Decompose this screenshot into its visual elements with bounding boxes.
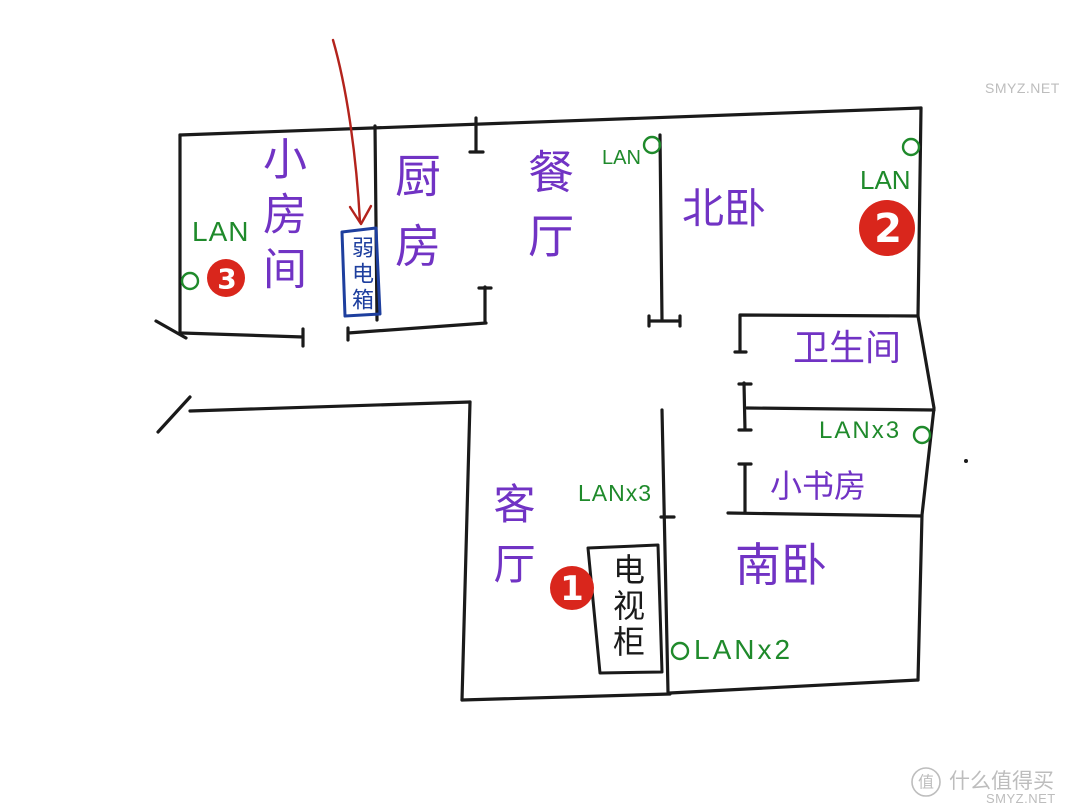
room-label-bathroom: 卫生间	[793, 328, 902, 369]
arrow-head	[348, 204, 373, 226]
tv-cabinet-box	[586, 543, 664, 675]
living-room-left-wall	[460, 400, 472, 702]
arrow-down-icon	[331, 38, 373, 226]
room-label-north-bedroom: 北卧	[682, 184, 767, 233]
room-label-kitchen: 厨房	[388, 152, 442, 292]
lan-port-north-bedroom-icon	[901, 137, 921, 157]
network-box-label: 弱电箱	[348, 236, 373, 314]
dining-north-bedroom-wall	[647, 133, 682, 328]
bathroom-bottom-wall	[745, 406, 936, 412]
watermark-brand: 什么值得买	[949, 769, 1054, 793]
walls	[154, 106, 936, 702]
outer-wall-right	[916, 106, 936, 682]
central-lower-wall	[659, 408, 676, 694]
marker-two-disc-icon	[859, 200, 915, 256]
room-label-dining: 餐厅	[521, 148, 575, 276]
entrance-door-lower	[156, 395, 192, 434]
watermark-logo-glyph: 值	[918, 773, 934, 792]
room-label-small-room: 小房间	[255, 136, 306, 301]
watermark-logo-ring	[911, 767, 941, 797]
room-label-small-study: 小书房	[770, 467, 867, 505]
small-room-bottom-wall	[180, 327, 305, 348]
stray-dot	[964, 459, 968, 463]
circle-logo-icon: 值	[911, 767, 941, 797]
lan-label-north-bedroom: LAN	[860, 165, 911, 195]
marker-one-number: 1	[560, 569, 584, 609]
lan-port-dining-icon	[642, 135, 662, 155]
room-label-south-bedroom: 南卧	[735, 538, 827, 592]
bathroom-top-wall	[733, 313, 920, 354]
lan-label-small-room: LAN	[192, 216, 250, 247]
arrow-shaft	[331, 38, 362, 224]
marker-three: 3	[207, 259, 245, 297]
lan-port-small-room-icon	[180, 271, 200, 291]
lan-label-dining: LAN	[602, 147, 641, 169]
lan-label-small-study: LANx3	[819, 417, 902, 444]
small-room-kitchen-wall	[373, 124, 379, 322]
marker-two: 2	[859, 200, 915, 256]
living-room-top-wall	[188, 400, 472, 413]
marker-one-disc-icon	[550, 566, 594, 610]
watermark-bottom-site: SMYZ.NET	[986, 791, 1056, 806]
lan-label-tv-cabinet: LANx2	[694, 634, 794, 665]
lan-port-tv-icon	[670, 641, 690, 661]
marker-three-disc-icon	[207, 259, 245, 297]
bathroom-study-door	[737, 381, 753, 432]
study-door	[737, 462, 753, 514]
lan-label-living: LANx3	[578, 480, 653, 506]
kitchen-bottom-wall	[346, 285, 493, 342]
kitchen-dining-partition	[468, 116, 485, 154]
outer-wall-top	[178, 106, 923, 137]
marker-three-number: 3	[217, 263, 236, 296]
watermark-top-site: SMYZ.NET	[985, 80, 1060, 96]
south-bedroom-bottom-wall	[668, 678, 920, 695]
lan-port-study-icon	[912, 425, 932, 445]
living-room-bottom-wall	[460, 692, 672, 702]
study-bottom-wall	[726, 511, 924, 518]
entrance-door-upper	[154, 319, 188, 340]
marker-two-number: 2	[874, 206, 902, 252]
room-label-living: 客厅	[487, 482, 536, 602]
tv-cabinet-label: 电视柜	[608, 553, 646, 661]
network-box-outline	[340, 226, 382, 318]
marker-one: 1	[550, 566, 594, 610]
